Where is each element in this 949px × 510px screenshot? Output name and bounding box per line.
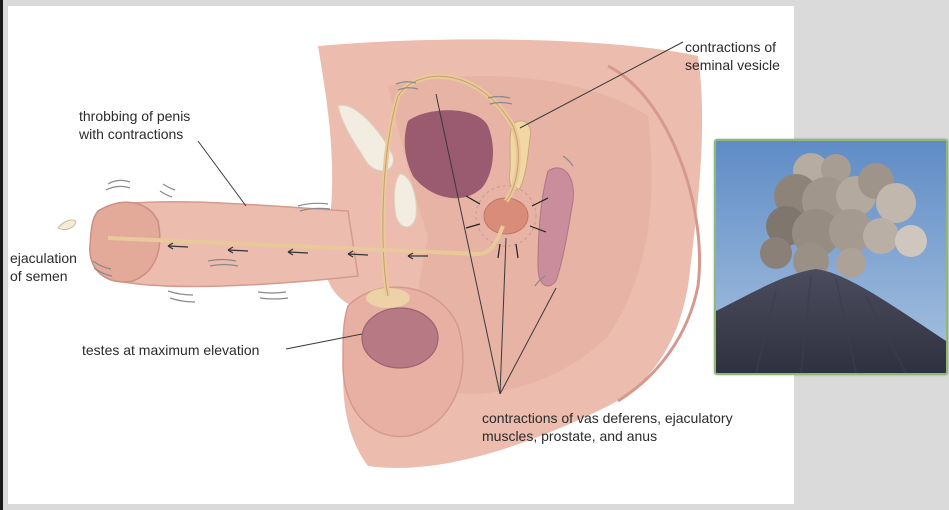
- label-ejaculation-semen: ejaculation of semen: [10, 249, 77, 285]
- volcano-photo: [714, 139, 948, 375]
- label-throbbing-penis: throbbing of penis with contractions: [79, 107, 190, 143]
- label-seminal-vesicle: contractions of seminal vesicle: [685, 38, 780, 74]
- testis: [362, 308, 438, 368]
- label-vas-deferens-contractions: contractions of vas deferens, ejaculator…: [482, 409, 733, 445]
- anatomy-diagram-panel: contractions of seminal vesicle throbbin…: [8, 6, 794, 504]
- volcano-eruption-image: [716, 141, 946, 373]
- semen-droplet: [58, 220, 76, 230]
- label-testes-elevation: testes at maximum elevation: [82, 341, 259, 359]
- glans: [90, 202, 160, 282]
- prostate: [484, 198, 528, 234]
- left-border: [0, 0, 3, 510]
